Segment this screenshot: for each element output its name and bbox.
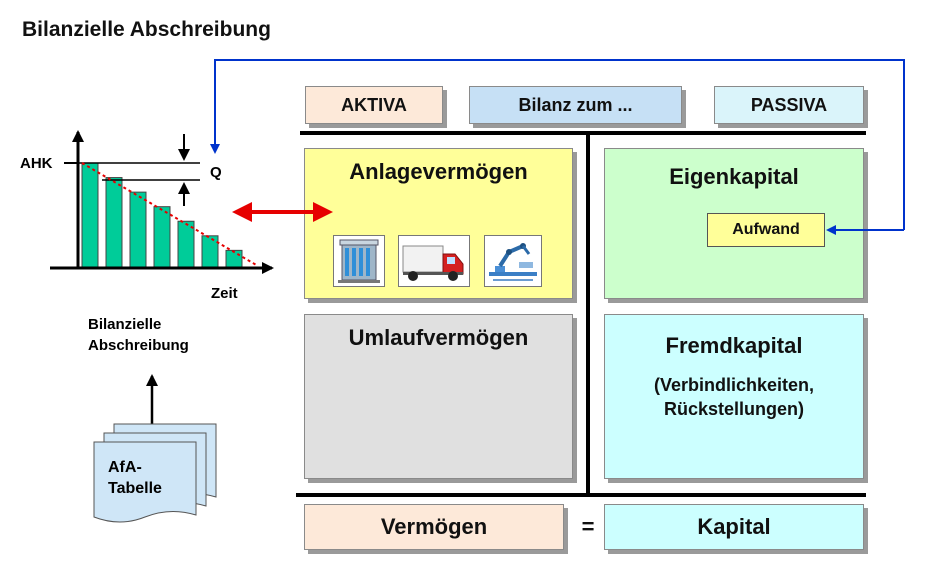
vermoegen-box: Vermögen: [304, 504, 564, 550]
anlagevermoegen-label: Anlagevermögen: [349, 159, 528, 184]
anlagevermoegen-box: Anlagevermögen: [304, 148, 573, 299]
depreciation-trend-line: [81, 162, 259, 267]
afa-table-document: [93, 423, 217, 523]
depreciation-bar: [81, 162, 99, 268]
eigenkapital-label: Eigenkapital: [669, 164, 799, 189]
depreciation-bars: [81, 162, 243, 268]
aktiva-header: AKTIVA: [305, 86, 443, 124]
x-axis-label: Zeit: [211, 285, 238, 302]
red-double-arrow: [232, 202, 333, 222]
fremdkapital-detail-1: (Verbindlichkeiten,: [653, 375, 815, 395]
chart-caption-line-2: Abschreibung: [88, 337, 189, 354]
depreciation-bar: [153, 206, 171, 268]
fremdkapital-label: Fremdkapital: [665, 333, 803, 358]
depreciation-bar: [105, 177, 123, 268]
depreciation-bar: [201, 235, 219, 268]
building-icon: [333, 235, 385, 287]
umlaufvermoegen-box: Umlaufvermögen: [304, 314, 573, 479]
equals-sign: =: [581, 514, 595, 539]
afa-table-line-2: Tabelle: [108, 480, 162, 497]
page-title: Bilanzielle Abschreibung: [22, 18, 271, 41]
eigenkapital-box: Eigenkapital Aufwand: [604, 148, 864, 299]
umlaufvermoegen-label: Umlaufvermögen: [348, 325, 529, 350]
bilanz-header: Bilanz zum ...: [469, 86, 682, 124]
q-label: Q: [210, 164, 222, 181]
ahk-label: AHK: [20, 155, 53, 172]
fremdkapital-box: Fremdkapital (Verbindlichkeiten, Rückste…: [604, 314, 864, 479]
truck-icon: [398, 235, 470, 287]
chart-caption-line-1: Bilanzielle: [88, 316, 161, 333]
depreciation-bar: [129, 191, 147, 268]
afa-table-line-1: AfA-: [108, 459, 142, 476]
t-account-vertical-line: [586, 131, 590, 495]
robot-arm-icon: [484, 235, 542, 287]
kapital-box: Kapital: [604, 504, 864, 550]
t-account-top-line: [300, 131, 866, 135]
blue-feedback-arrow-right: [210, 59, 905, 230]
aufwand-box: Aufwand: [707, 213, 825, 247]
passiva-header: PASSIVA: [714, 86, 864, 124]
t-account-bottom-line: [296, 493, 866, 497]
fremdkapital-detail-2: Rückstellungen): [663, 399, 805, 419]
